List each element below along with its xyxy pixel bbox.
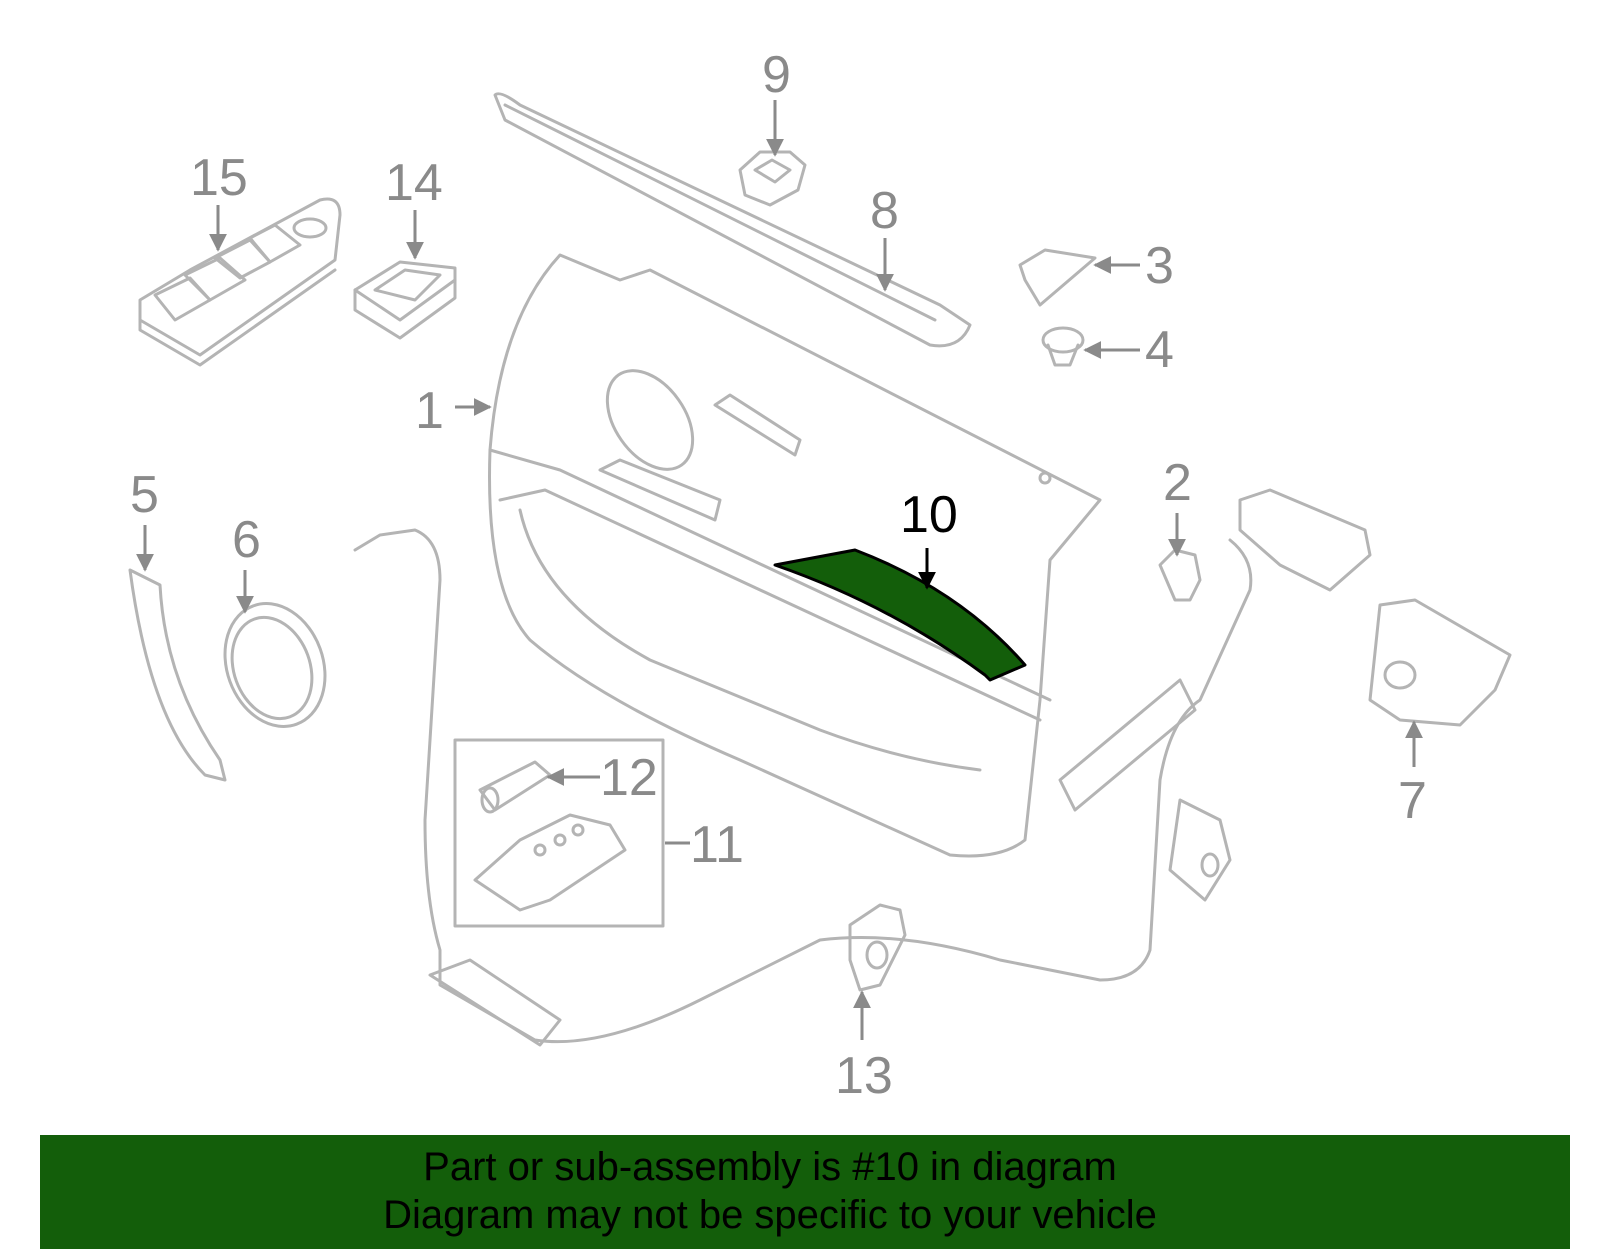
banner-line-part-number: Part or sub-assembly is #10 in diagram	[423, 1145, 1117, 1189]
part-9-clip	[738, 150, 807, 207]
part-5-pillar-trim	[128, 568, 227, 782]
part-10-armrest-insert	[773, 548, 1027, 682]
leader-lines	[136, 100, 1423, 1040]
part-4-push-clip	[1041, 326, 1085, 367]
banner-line-disclaimer: Diagram may not be specific to your vehi…	[383, 1193, 1157, 1237]
callout-7: 7	[1398, 772, 1427, 830]
callout-1: 1	[415, 382, 444, 440]
callout-6: 6	[232, 511, 261, 569]
part-15-window-switch-panel	[138, 197, 342, 367]
callout-8: 8	[870, 182, 899, 240]
callout-5: 5	[130, 466, 159, 524]
callout-labels: 1 2 3 4 5 6 7 8 9 10 11 12 13 14 15	[130, 46, 1427, 1105]
callout-13: 13	[835, 1047, 893, 1105]
info-banner: Part or sub-assembly is #10 in diagram D…	[40, 1135, 1570, 1249]
callout-4: 4	[1145, 321, 1174, 379]
callout-14: 14	[385, 154, 443, 212]
callout-10-highlighted: 10	[900, 486, 958, 544]
part-14-switch	[353, 260, 457, 340]
callout-3: 3	[1145, 237, 1174, 295]
part-11-light-assembly-box	[453, 738, 665, 928]
callout-2: 2	[1163, 454, 1192, 512]
banner-text: Part or sub-assembly is #10 in diagram D…	[40, 1143, 1500, 1239]
part-1-door-panel	[488, 253, 1102, 858]
part-12-bulb	[478, 760, 552, 814]
part-3-bracket	[1018, 248, 1097, 307]
part-6-speaker-grille	[223, 602, 327, 728]
part-8-trim-strip	[493, 92, 972, 348]
callout-15: 15	[190, 149, 248, 207]
part-7-handle-housing	[1168, 488, 1512, 902]
part-2-push-pin	[1158, 548, 1202, 602]
callout-9: 9	[762, 46, 791, 104]
part-13-cable-harness	[353, 528, 1253, 1047]
callout-11: 11	[690, 816, 744, 874]
callout-12: 12	[600, 749, 658, 807]
